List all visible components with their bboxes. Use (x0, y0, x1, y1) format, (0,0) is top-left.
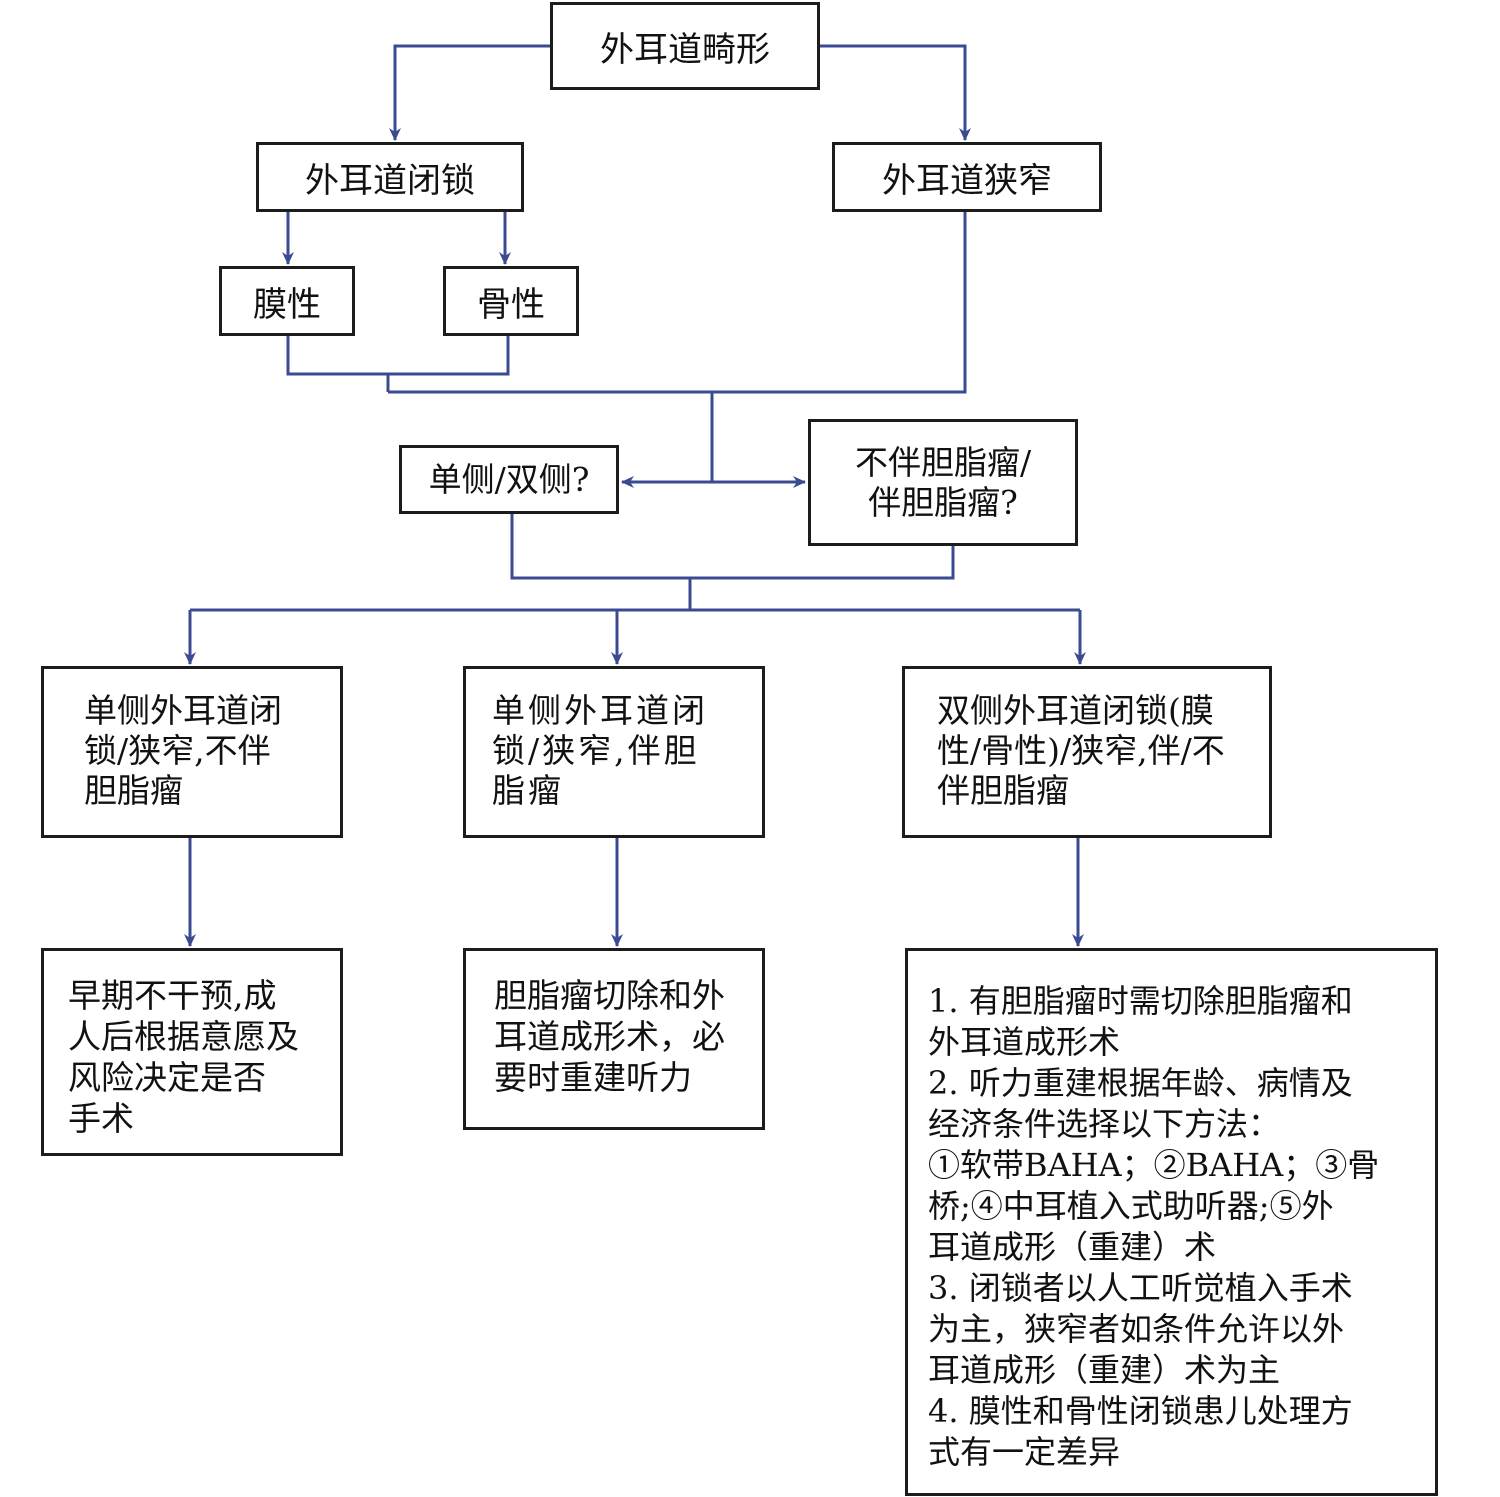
node-case2-label: 单侧外耳道闭 锁/狭窄,伴胆 脂瘤 (492, 691, 708, 810)
node-atresia: 外耳道闭锁 (256, 142, 524, 212)
connector-root-to-atresia (389, 44, 550, 141)
node-cholesteatoma-question-label: 不伴胆脂瘤/ 伴胆脂瘤? (854, 442, 1032, 522)
node-case-unilateral-with-cholesteatoma: 单侧外耳道闭 锁/狭窄,伴胆 脂瘤 (463, 666, 765, 838)
connector-stenosis-merge (388, 212, 967, 394)
node-laterality-label: 单侧/双侧? (428, 459, 590, 499)
node-case1-label: 单侧外耳道闭 锁/狭窄,不伴 胆脂瘤 (84, 691, 282, 810)
node-membranous-label: 膜性 (253, 284, 321, 325)
node-membranous: 膜性 (219, 266, 355, 336)
node-bony-label: 骨性 (477, 284, 545, 325)
node-treatment-1-text: 早期不干预,成 人后根据意愿及 风险决定是否 手术 (68, 976, 299, 1138)
node-treatment-2-text: 胆脂瘤切除和外 耳道成形术，必 要时重建听力 (494, 976, 725, 1097)
node-root-label: 外耳道畸形 (600, 29, 770, 70)
node-laterality: 单侧/双侧? (399, 445, 619, 514)
node-treatment-1: 早期不干预,成 人后根据意愿及 风险决定是否 手术 (41, 948, 343, 1156)
node-bony: 骨性 (443, 266, 579, 336)
treatment-3-item-2: 2. 听力重建根据年龄、病情及 经济条件选择以下方法： ①软带BAHA；②BAH… (928, 1064, 1380, 1266)
connector-root-to-stenosis (820, 44, 971, 141)
treatment-3-item-4: 4. 膜性和骨性闭锁患儿处理方 式有一定差异 (928, 1392, 1353, 1471)
node-case-bilateral: 双侧外耳道闭锁(膜 性/骨性)/狭窄,伴/不 伴胆脂瘤 (902, 666, 1272, 838)
node-case3-label: 双侧外耳道闭锁(膜 性/骨性)/狭窄,伴/不 伴胆脂瘤 (937, 691, 1225, 810)
node-case-unilateral-no-cholesteatoma: 单侧外耳道闭 锁/狭窄,不伴 胆脂瘤 (41, 666, 343, 838)
node-stenosis: 外耳道狭窄 (832, 142, 1102, 212)
node-stenosis-label: 外耳道狭窄 (882, 160, 1052, 201)
node-cholesteatoma-question: 不伴胆脂瘤/ 伴胆脂瘤? (808, 419, 1078, 546)
connector-questions-merge (510, 514, 955, 580)
node-treatment-2: 胆脂瘤切除和外 耳道成形术，必 要时重建听力 (463, 948, 765, 1130)
treatment-3-item-3: 3. 闭锁者以人工听觉植入手术 为主，狭窄者如条件允许以外 耳道成形（重建）术为… (928, 1269, 1353, 1389)
node-atresia-label: 外耳道闭锁 (305, 160, 475, 201)
node-treatment-3: 1. 有胆脂瘤时需切除胆脂瘤和 外耳道成形术 2. 听力重建根据年龄、病情及 经… (905, 948, 1438, 1496)
node-root: 外耳道畸形 (550, 2, 820, 90)
treatment-3-item-1: 1. 有胆脂瘤时需切除胆脂瘤和 外耳道成形术 (928, 982, 1353, 1061)
connector-subtypes-merge (286, 336, 510, 376)
